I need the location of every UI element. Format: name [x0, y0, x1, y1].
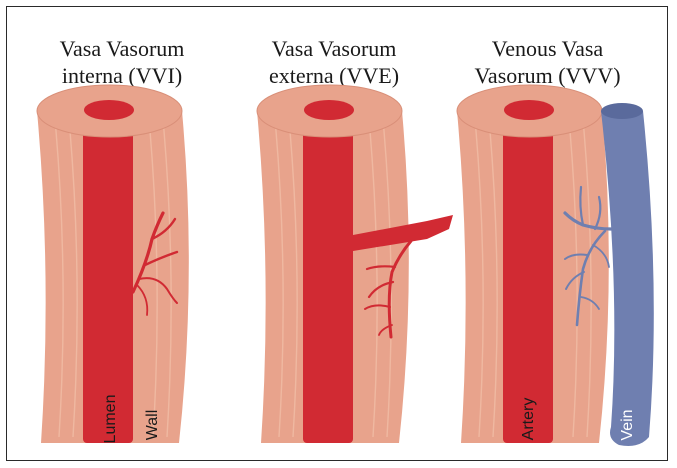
panel-1-wall-label: Wall	[144, 410, 161, 441]
panel-3-vessel: Artery Vein	[457, 85, 654, 446]
panel-1-lumen-channel	[83, 111, 133, 443]
panel-3-lumen-opening	[504, 100, 554, 120]
panel-2-vessel	[257, 85, 453, 443]
panel-1-lumen-opening	[84, 100, 134, 120]
panel-3-artery-channel	[503, 111, 553, 443]
vessel-illustration: Lumen Wall	[7, 7, 667, 460]
panel-1-lumen-label: Lumen	[102, 395, 119, 444]
panel-2-lumen-opening	[304, 100, 354, 120]
panel-3-vein-top	[601, 103, 643, 119]
panel-1-vessel: Lumen Wall	[37, 85, 189, 443]
panel-3-vein-body	[601, 111, 654, 446]
vasa-vasorum-figure: Vasa Vasorum interna (VVI) Vasa Vasorum …	[6, 6, 668, 461]
panel-2-artery-channel	[303, 111, 353, 443]
panel-3-vein-label: Vein	[619, 409, 636, 440]
panel-3-artery-label: Artery	[520, 398, 537, 441]
